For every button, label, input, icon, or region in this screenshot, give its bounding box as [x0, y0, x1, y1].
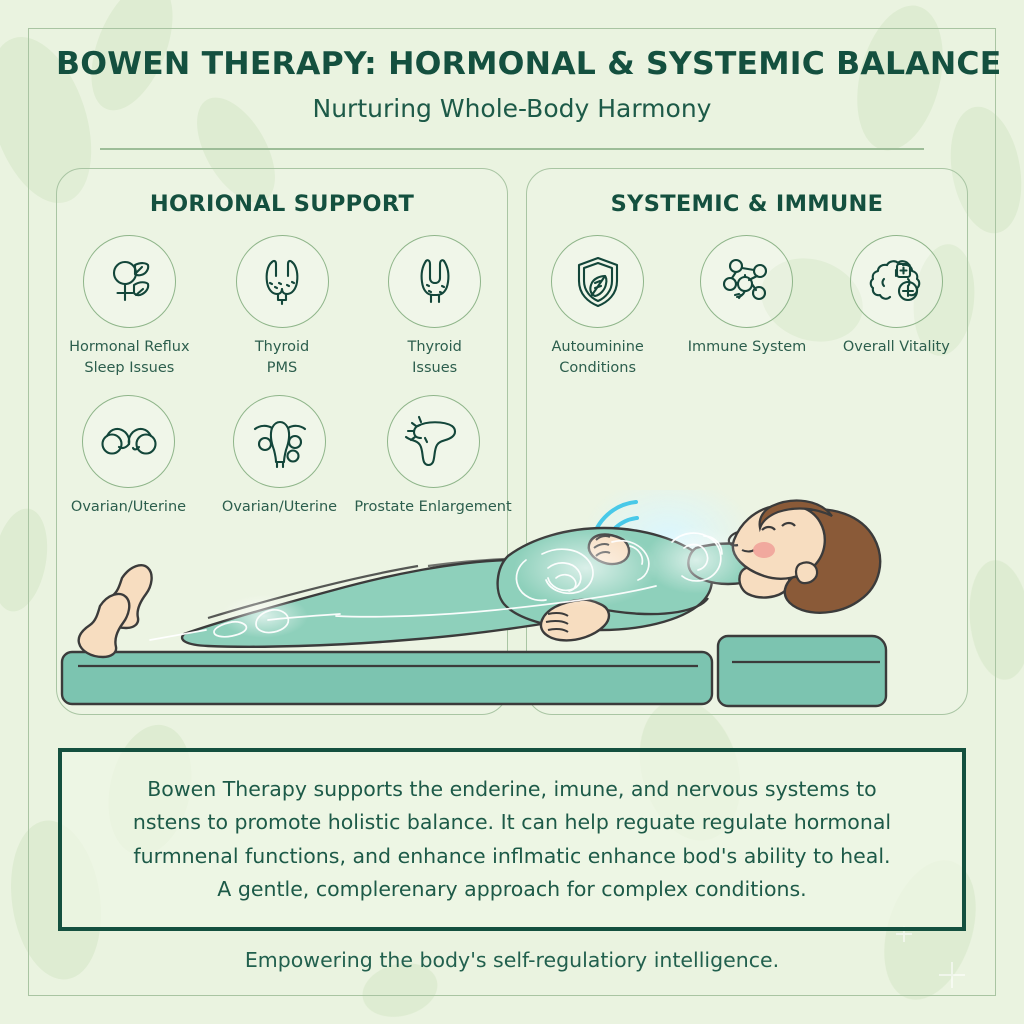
icon-item-overall-vitality[interactable]: Overall Vitality — [836, 234, 957, 379]
thyroid-gland-alt-icon — [388, 234, 482, 328]
icon-item-prostate-enlargement[interactable]: Prostate Enlargement — [354, 394, 512, 518]
icon-label-thyroid-pms: Thyroid PMS — [254, 338, 310, 376]
icon-item-thyroid-pms[interactable]: Thyroid PMS — [220, 234, 345, 379]
cell-network-icon — [700, 234, 794, 328]
prostate-uterus-icon — [386, 394, 480, 488]
icon-label-immune-system: Immune System — [687, 338, 807, 355]
icon-label-hormonal-reflux: Hormonal Reflux Sleep Issues — [69, 338, 190, 376]
icon-item-ovarian-uterine-2[interactable]: Ovarian/Uterine — [218, 394, 341, 518]
panel-hormonal-support: HORIONAL SUPPORT Hormonal Reflux S — [56, 167, 512, 715]
uterus-icon — [233, 394, 326, 488]
icon-item-ovarian-uterine-1[interactable]: Ovarian/Uterine — [67, 394, 190, 518]
panel-heading-hormonal: HORIONAL SUPPORT — [149, 190, 415, 217]
ovaries-icon — [82, 394, 175, 488]
summary-callout-box: Bowen Therapy supports the enderine, imu… — [58, 748, 966, 931]
icon-label-autoimmune-conditions: Autouminine Conditions — [551, 338, 644, 376]
shield-leaf-icon — [551, 234, 645, 328]
header-divider — [100, 148, 924, 150]
panel-systemic-immune: SYSTEMIC & IMMUNE Autouminine Conditions — [526, 167, 968, 715]
thyroid-gland-icon — [235, 234, 329, 328]
page-subtitle: Nurturing Whole-Body Harmony — [312, 94, 712, 123]
systemic-icon-row-1: Autouminine Conditions — [537, 234, 957, 379]
icon-item-autoimmune-conditions[interactable]: Autouminine Conditions — [537, 234, 658, 379]
icon-item-hormonal-reflux[interactable]: Hormonal Reflux Sleep Issues — [67, 234, 192, 379]
brain-plus-icon — [849, 234, 943, 328]
icon-label-prostate-enlargement: Prostate Enlargement — [354, 498, 512, 515]
panels-container: HORIONAL SUPPORT Hormonal Reflux S — [56, 167, 968, 715]
venus-leaf-icon — [82, 234, 176, 328]
icon-label-ovarian-uterine-2: Ovarian/Uterine — [221, 498, 338, 515]
icon-item-thyroid-issues[interactable]: Thyroid Issues — [372, 234, 497, 379]
footer-tagline: Empowering the body's self-regulatiory i… — [244, 948, 780, 972]
icon-label-overall-vitality: Overall Vitality — [842, 338, 950, 355]
hormonal-icon-row-2: Ovarian/Uterine Ov — [67, 394, 512, 518]
summary-callout-text: Bowen Therapy supports the enderine, imu… — [132, 777, 892, 901]
page-title: BOWEN THERAPY: HORMONAL & SYSTEMIC BALAN… — [56, 46, 1002, 82]
hormonal-icon-row-1: Hormonal Reflux Sleep Issues — [67, 234, 497, 379]
icon-item-immune-system[interactable]: Immune System — [686, 234, 807, 379]
icon-label-thyroid-issues: Thyroid Issues — [407, 338, 462, 376]
icon-label-ovarian-uterine-1: Ovarian/Uterine — [70, 498, 187, 515]
panel-heading-systemic: SYSTEMIC & IMMUNE — [610, 190, 884, 217]
